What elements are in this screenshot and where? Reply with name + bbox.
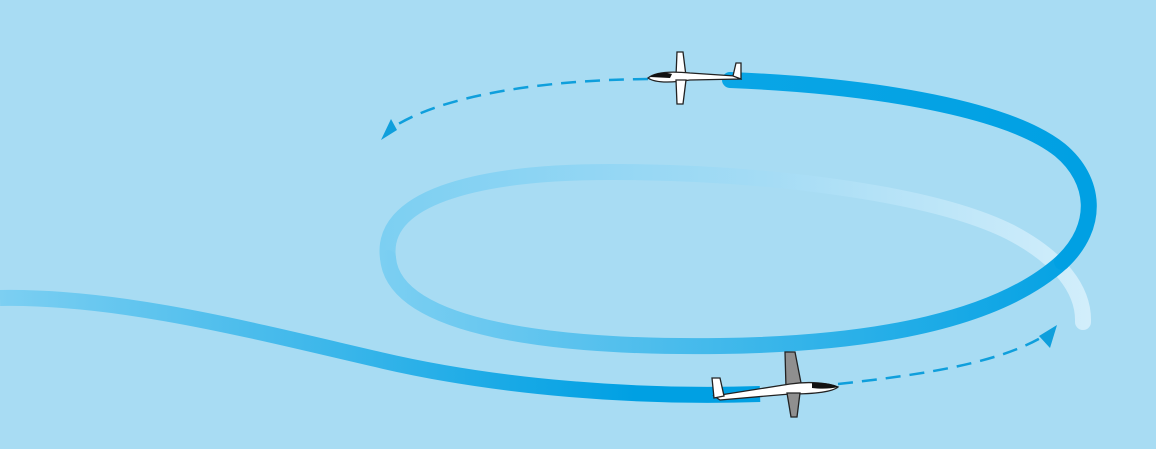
glider-upper: [646, 51, 743, 105]
dashed-arrow-upper: [391, 77, 649, 130]
arrowhead-lower: [1039, 325, 1057, 348]
flight-path-front: [722, 72, 1097, 270]
flight-path-back: [379, 163, 1091, 330]
flight-path-incoming: [0, 289, 761, 403]
glider-lower: [711, 351, 840, 418]
arrowhead-upper: [381, 119, 397, 140]
flight-path-loop-lower: [380, 250, 1070, 355]
dashed-arrow-lower: [837, 334, 1045, 386]
